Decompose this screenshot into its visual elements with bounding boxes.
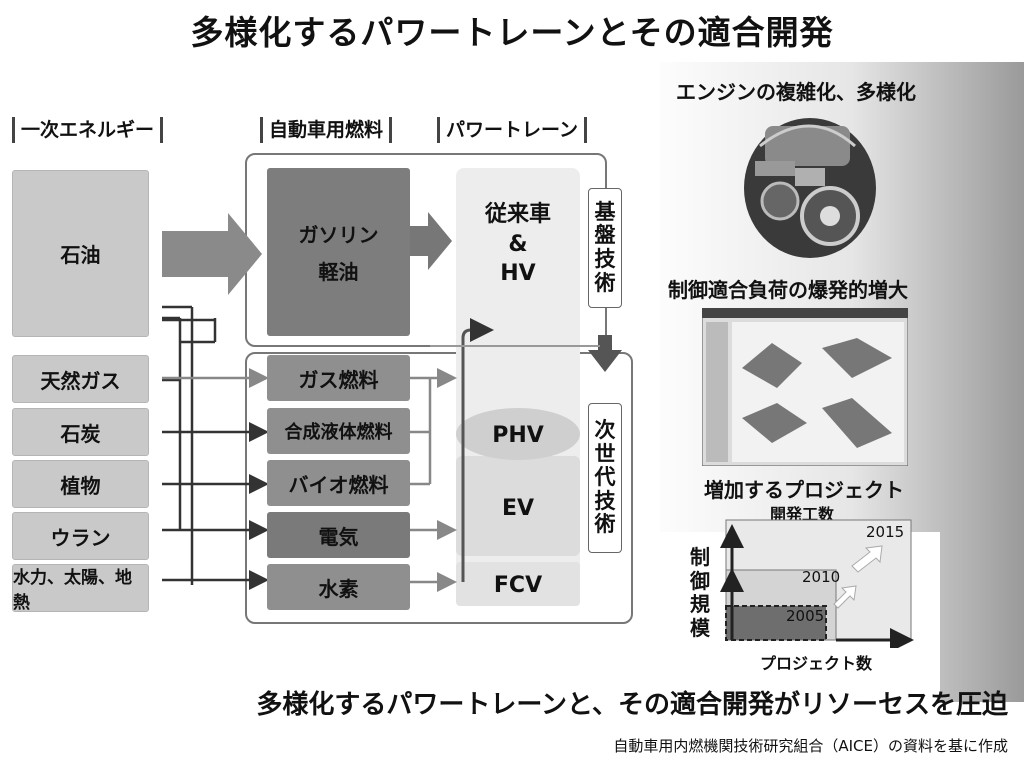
next-tech-char: 技 bbox=[594, 488, 616, 513]
powertrain-conventional-label: 従来車 bbox=[484, 202, 551, 227]
powertrain-phv: PHV bbox=[492, 422, 544, 448]
project-chart bbox=[720, 519, 914, 648]
engine-caption: エンジンの複雑化、多様化 bbox=[676, 80, 916, 104]
primary-renewables: 水力、太陽、地熱 bbox=[12, 564, 149, 613]
fuel-gasoline-label: ガソリン bbox=[298, 223, 379, 247]
flow-connectors bbox=[162, 212, 622, 592]
project-caption: 増加するプロジェクト bbox=[704, 478, 904, 502]
ylabel-char: 規 bbox=[690, 592, 710, 617]
next-tech-char: 代 bbox=[594, 465, 616, 490]
base-tech-char: 盤 bbox=[594, 223, 616, 248]
project-chart-ylabel-top: 開発工数 bbox=[770, 505, 835, 524]
project-chart-xlabel: プロジェクト数 bbox=[760, 654, 873, 673]
ylabel-char: 制 bbox=[690, 545, 710, 569]
base-tech-char: 技 bbox=[594, 247, 616, 271]
tech-down-arrow bbox=[588, 335, 622, 372]
fcv-area bbox=[456, 562, 580, 606]
year-2015: 2015 bbox=[866, 523, 905, 541]
primary-coal: 石炭 bbox=[12, 408, 149, 456]
header-primary-energy: 一次エネルギー bbox=[12, 117, 164, 143]
base-tech-char: 基 bbox=[594, 199, 616, 224]
primary-plant: 植物 bbox=[12, 460, 149, 508]
header-powertrain: パワートレーン bbox=[437, 117, 588, 143]
primary-natural-gas: 天然ガス bbox=[12, 355, 149, 403]
base-technology-label: 基 盤 技 術 bbox=[588, 188, 622, 308]
calibration-screenshot bbox=[702, 308, 908, 466]
ylabel-char: 模 bbox=[690, 615, 710, 640]
next-tech-char: 世 bbox=[594, 441, 616, 466]
calibration-caption: 制御適合負荷の爆発的増大 bbox=[668, 278, 908, 302]
fuel-electric: 電気 bbox=[267, 512, 410, 558]
ylabel-char: 御 bbox=[690, 568, 710, 593]
next-tech-char: 術 bbox=[594, 512, 616, 537]
powertrain-conventional-hv: 従来車 & HV bbox=[456, 200, 580, 289]
year-2010: 2010 bbox=[802, 568, 841, 586]
phv-ellipse bbox=[456, 408, 580, 460]
fuel-gas: ガス燃料 bbox=[267, 355, 410, 401]
next-tech-frame bbox=[245, 352, 633, 624]
next-gen-technology-label: 次 世 代 技 術 bbox=[588, 403, 622, 553]
ev-area bbox=[456, 456, 580, 556]
fuel-hydrogen: 水素 bbox=[267, 564, 410, 610]
powertrain-hv-label: HV bbox=[500, 261, 536, 287]
project-chart-ylabel-side: 制 御 規 模 bbox=[690, 545, 710, 640]
header-fuel: 自動車用燃料 bbox=[260, 117, 393, 143]
engine-image bbox=[744, 118, 876, 258]
year-2005: 2005 bbox=[786, 607, 825, 625]
primary-uranium: ウラン bbox=[12, 512, 149, 560]
base-tech-char: 術 bbox=[594, 270, 616, 295]
bottom-caption: 多様化するパワートレーンと、その適合開発がリソーセスを圧迫 bbox=[256, 690, 1008, 720]
big-arrow-gasoline bbox=[410, 212, 452, 270]
page-title: 多様化するパワートレーンとその適合開発 bbox=[190, 13, 834, 52]
fuel-synthetic-liquid: 合成液体燃料 bbox=[267, 408, 410, 454]
big-arrow-oil bbox=[162, 213, 262, 295]
primary-oil: 石油 bbox=[12, 170, 149, 337]
fuel-bio: バイオ燃料 bbox=[267, 460, 410, 506]
powertrain-ampersand: & bbox=[508, 231, 528, 257]
powertrain-fcv: FCV bbox=[493, 572, 543, 598]
source-credit: 自動車用内燃機関技術研究組合（AICE）の資料を基に作成 bbox=[613, 737, 1008, 755]
fuel-diesel-label: 軽油 bbox=[318, 260, 359, 284]
fuel-gasoline-diesel: ガソリン 軽油 bbox=[267, 168, 410, 336]
powertrain-ev: EV bbox=[501, 495, 535, 521]
next-tech-char: 次 bbox=[594, 418, 616, 443]
